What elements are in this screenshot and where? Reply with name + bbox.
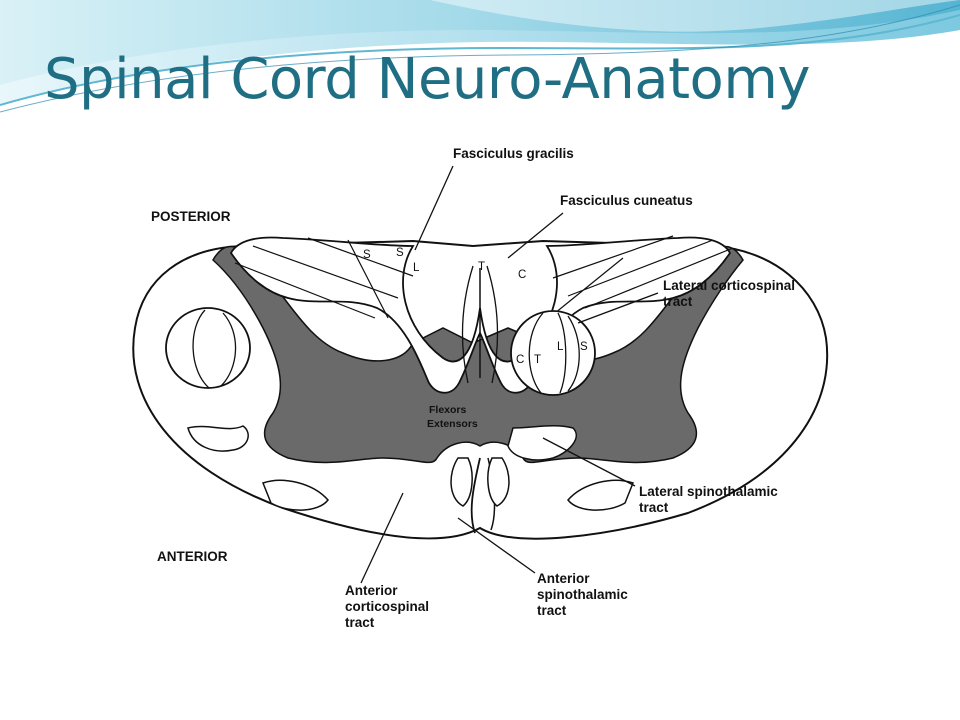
label-anterior: ANTERIOR — [157, 549, 228, 564]
zone-lateral-l: L — [557, 341, 564, 353]
spinal-cord-diagram: Fasciculus gracilis Fasciculus cuneatus … — [113, 128, 848, 658]
right-anterior-lobe — [567, 479, 634, 511]
slide-title: Spinal Cord Neuro-Anatomy — [44, 47, 811, 112]
right-lateral-tract — [510, 310, 596, 396]
zone-lateral-t: T — [534, 354, 541, 366]
label-posterior: POSTERIOR — [151, 209, 231, 224]
leader-fasciculus-cuneatus — [507, 212, 564, 259]
label-lateral-corticospinal-2: tract — [663, 294, 693, 309]
anterior-fissure — [470, 457, 481, 534]
cross-section-svg: Fasciculus gracilis Fasciculus cuneatus … — [132, 146, 829, 630]
anterior-corticospinal-lobes — [450, 457, 510, 507]
label-lateral-spinothalamic-2: tract — [639, 500, 669, 515]
zone-lateral-c: C — [516, 354, 524, 366]
label-anterior-corticospinal-1: Anterior — [345, 583, 398, 598]
leader-lateral-corticospinal — [577, 292, 659, 324]
zone-lateral-s: S — [580, 341, 588, 353]
label-fasciculus-gracilis: Fasciculus gracilis — [453, 146, 574, 161]
title-banner — [0, 0, 960, 130]
zone-left-s1: S — [363, 249, 371, 261]
zone-left-s2: S — [396, 247, 404, 259]
label-anterior-spinothalamic-1: Anterior — [537, 571, 590, 586]
label-anterior-spinothalamic-2: spinothalamic — [537, 587, 628, 602]
label-lateral-corticospinal-1: Lateral corticospinal — [663, 278, 795, 293]
leader-anterior-corticospinal — [360, 492, 404, 584]
gray-label-extensors: Extensors — [427, 418, 478, 430]
label-anterior-corticospinal-3: tract — [345, 615, 375, 630]
leader-anterior-spinothalamic — [457, 517, 536, 574]
label-fasciculus-cuneatus: Fasciculus cuneatus — [560, 193, 693, 208]
septum-right — [486, 265, 499, 384]
left-spinothalamic-area — [187, 425, 249, 452]
gray-label-flexors: Flexors — [429, 404, 467, 416]
zone-cuneatus-t: T — [478, 261, 485, 273]
label-anterior-corticospinal-2: corticospinal — [345, 599, 429, 614]
right-spinothalamic-area — [507, 425, 577, 461]
left-anterior-lobe — [262, 479, 329, 511]
leader-lateral-spinothalamic — [542, 437, 636, 487]
label-lateral-spinothalamic-1: Lateral spinothalamic — [639, 484, 778, 499]
zone-gracilis-l: L — [413, 262, 420, 274]
left-lateral-tract — [165, 307, 251, 389]
label-anterior-spinothalamic-3: tract — [537, 603, 567, 618]
wave-decoration — [0, 0, 960, 113]
leader-fasciculus-gracilis — [414, 165, 454, 251]
septum-left — [461, 265, 474, 384]
zone-cuneatus-c: C — [518, 269, 526, 281]
left-dorsal-lines — [234, 237, 414, 319]
right-dorsal-lines — [517, 235, 734, 344]
